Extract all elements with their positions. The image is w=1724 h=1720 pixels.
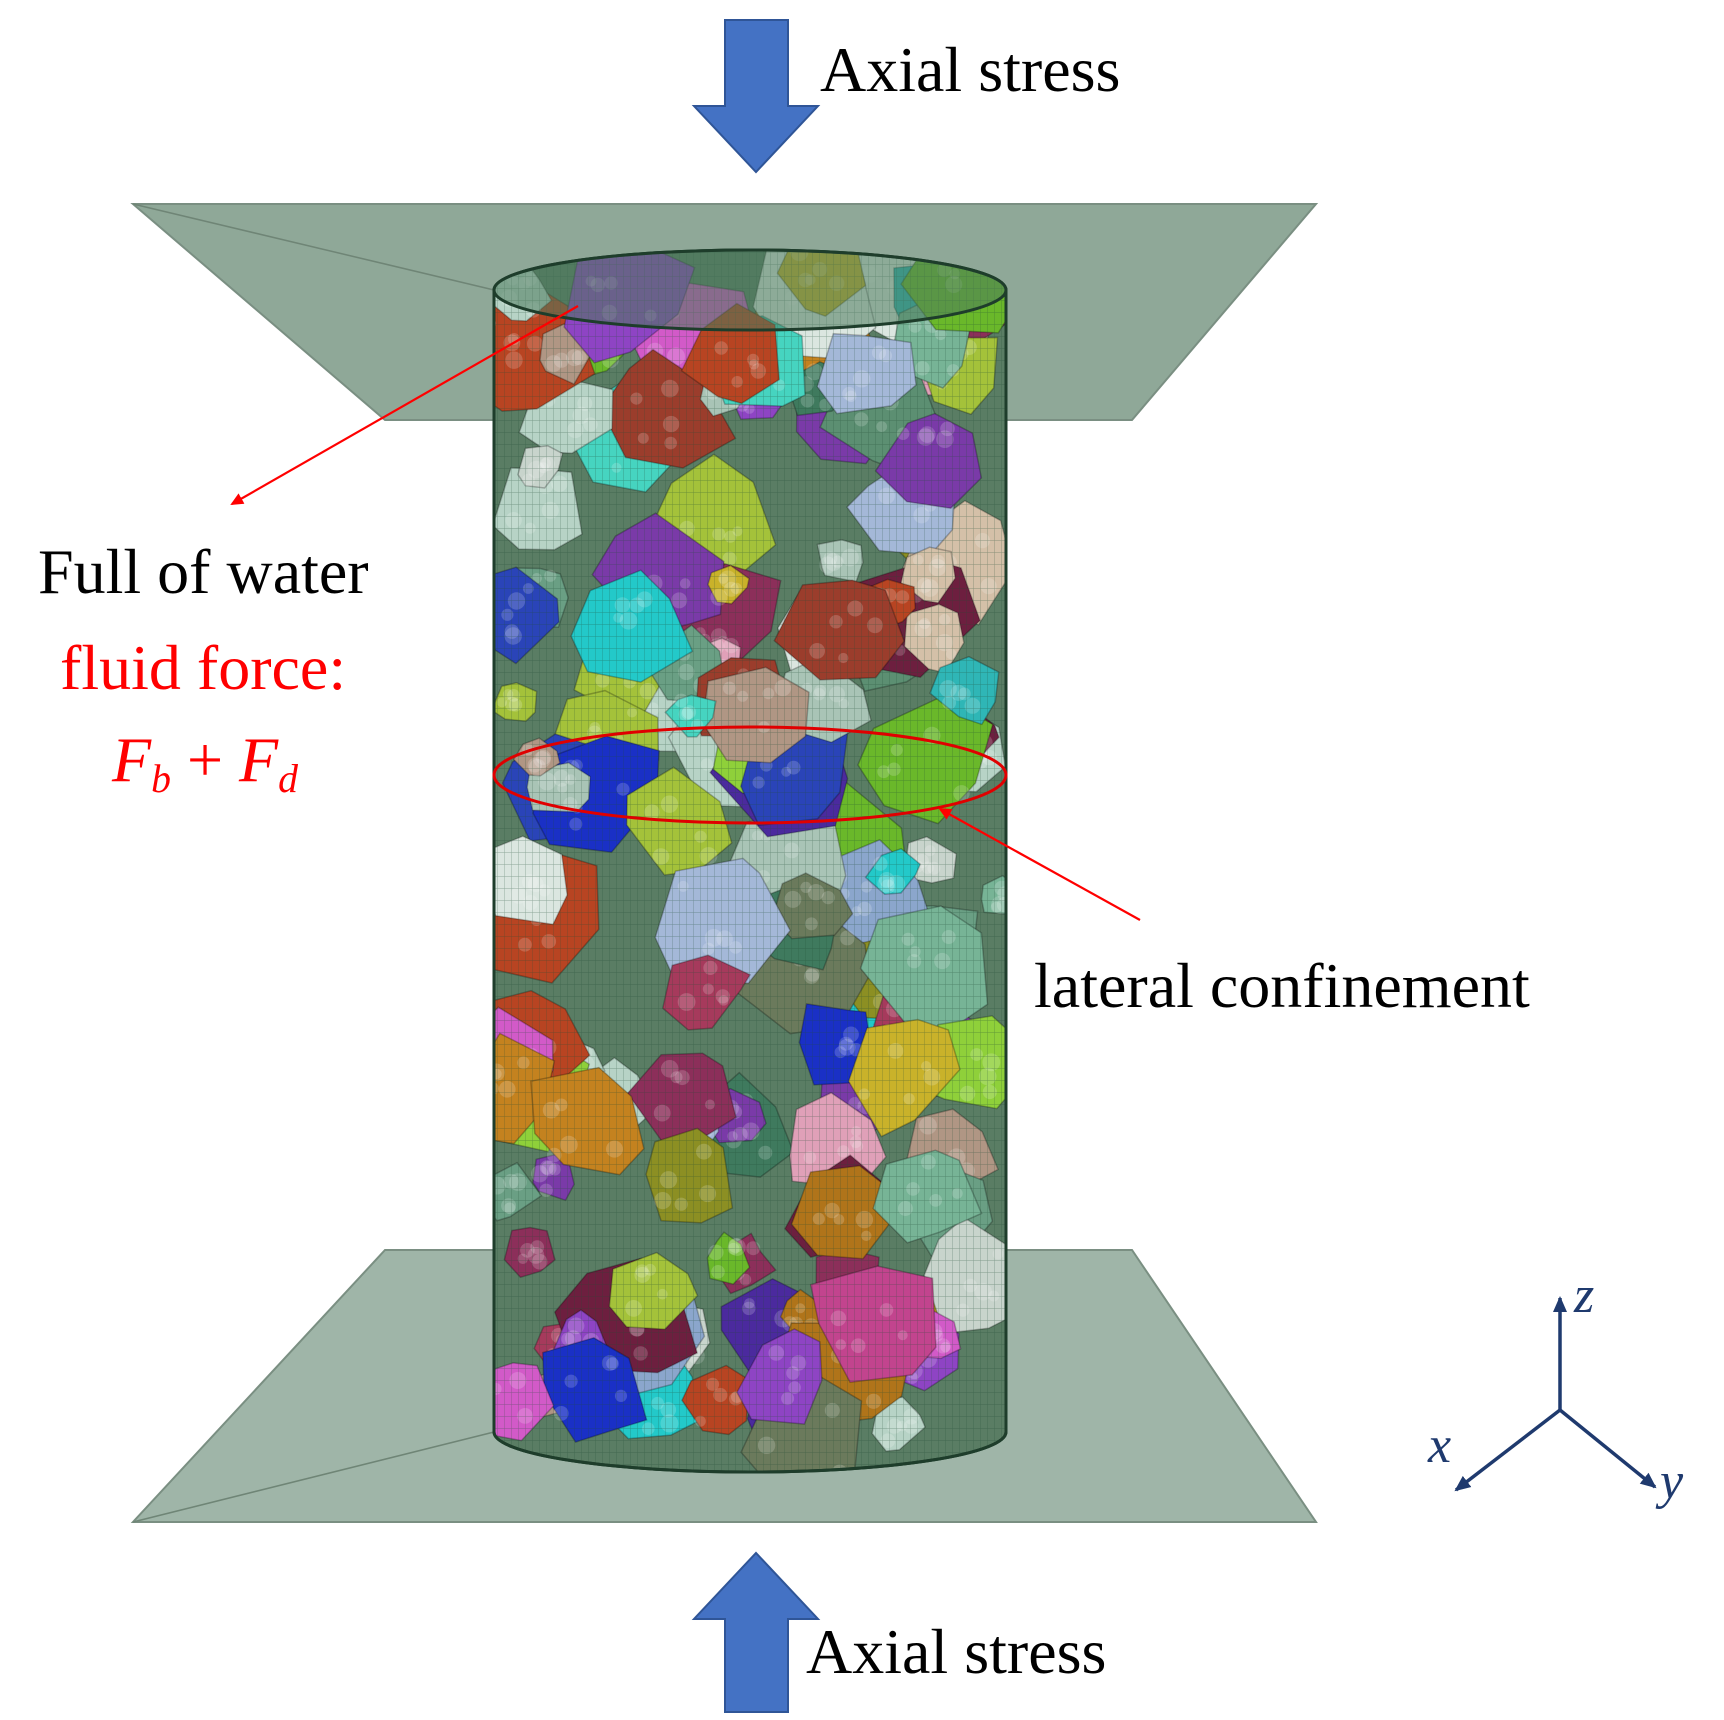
specimen-cylinder (469, 248, 1008, 1474)
z-axis-label: z (1574, 1267, 1595, 1324)
bottom-axial-arrow (691, 1551, 821, 1713)
confinement-pointer-arrow (938, 808, 1141, 921)
coordinate-axes (1454, 1296, 1657, 1492)
y-axis-label: y (1660, 1453, 1684, 1510)
top-plate-edge (132, 203, 495, 291)
axial-stress-top-label: Axial stress (820, 34, 1121, 105)
water-pointer-arrow (230, 305, 579, 505)
buoyancy-symbol: F (112, 724, 152, 795)
x-axis (1454, 1408, 1562, 1492)
buoyancy-subscript: b (151, 757, 171, 802)
cylinder-top-cap (492, 248, 1008, 332)
fluid-force-formula: Fb + Fd (112, 728, 298, 799)
sphere-highlight (472, 1044, 489, 1061)
confinement-ring (492, 725, 1008, 825)
water-label: Full of water (38, 536, 369, 607)
fluid-force-label: fluid force: (60, 632, 347, 703)
axial-stress-bottom-label: Axial stress (806, 1616, 1107, 1687)
sphere-highlight (472, 1033, 485, 1046)
lateral-confinement-label: lateral confinement (1034, 950, 1530, 1021)
sphere-highlight (475, 1094, 488, 1107)
bottom-plate-edge (132, 1431, 495, 1523)
drag-symbol: F (239, 724, 279, 795)
sphere-highlight (469, 1083, 481, 1095)
y-axis (1558, 1408, 1657, 1489)
plus-operator: + (170, 724, 240, 795)
x-axis-label: x (1428, 1417, 1452, 1474)
sphere-highlight (469, 1064, 482, 1077)
drag-subscript: d (278, 757, 298, 802)
top-axial-arrow (691, 19, 821, 174)
